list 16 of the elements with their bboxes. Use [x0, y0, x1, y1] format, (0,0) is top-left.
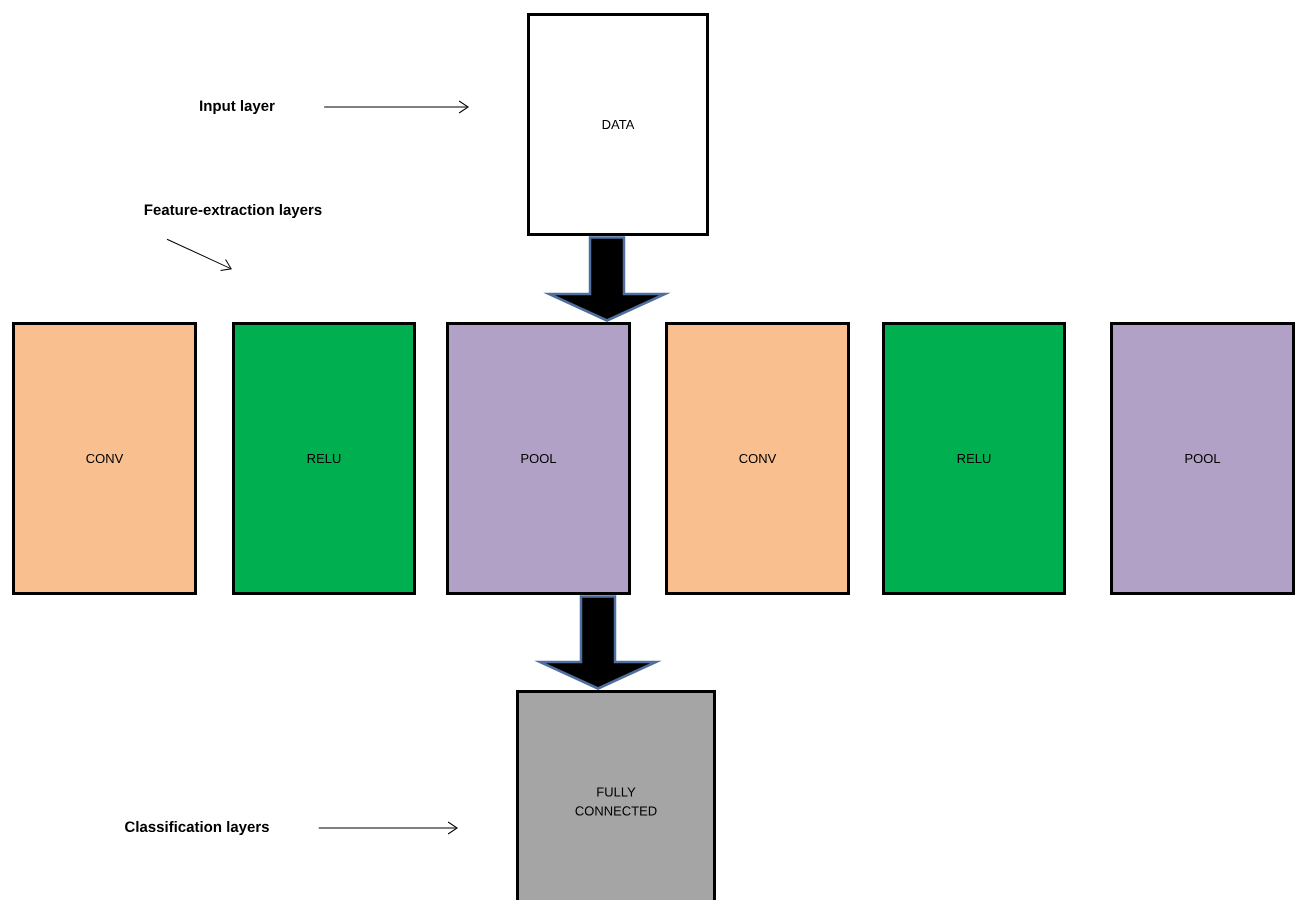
- layer-box: RELU: [232, 322, 416, 595]
- layer-label: Feature-extraction layers: [144, 204, 322, 218]
- layer-box: CONV: [12, 322, 197, 595]
- layer-box: RELU: [882, 322, 1066, 595]
- arrow: [318, 821, 458, 835]
- layer-label: Classification layers: [125, 821, 269, 835]
- block-arrow: [543, 236, 671, 322]
- arrow: [323, 100, 469, 114]
- layer-box: POOL: [446, 322, 631, 595]
- block-arrow: [534, 595, 662, 690]
- arrow: [166, 238, 232, 271]
- layer-box: POOL: [1110, 322, 1295, 595]
- layer-box: DATA: [527, 13, 709, 236]
- layer-box: FULLY CONNECTED: [516, 690, 716, 900]
- layer-box: CONV: [665, 322, 850, 595]
- layer-label: Input layer: [200, 100, 275, 114]
